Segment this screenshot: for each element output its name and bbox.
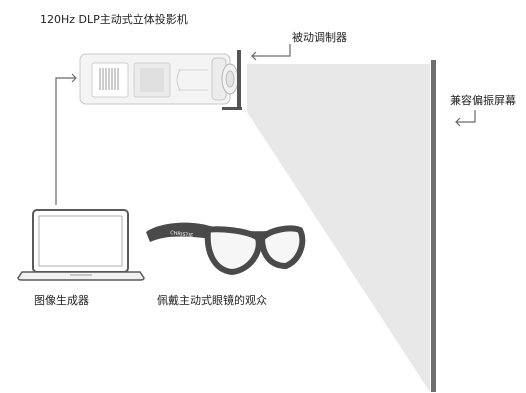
- passive-modulator: [222, 50, 242, 110]
- vent-grill: [99, 68, 119, 90]
- modulator-pointer-arrow: [251, 44, 291, 61]
- laptop: [17, 209, 145, 281]
- image-generator-label: 图像生成器: [34, 294, 89, 307]
- screen-label: 兼容偏振屏幕: [450, 94, 516, 107]
- screen-pointer-arrow: [455, 110, 476, 127]
- connection-arrow: [55, 73, 77, 205]
- modulator-label: 被动调制器: [292, 31, 347, 44]
- active-3d-glasses: [146, 222, 306, 276]
- viewer-label: 佩戴主动式眼镜的观众: [157, 294, 267, 307]
- projector-label: 120Hz DLP主动式立体投影机: [40, 13, 188, 26]
- projection-beam: [247, 64, 430, 392]
- glasses-brand-text: CHRISTIE: [170, 230, 194, 239]
- projector: [79, 53, 239, 105]
- polarized-screen: [431, 60, 436, 392]
